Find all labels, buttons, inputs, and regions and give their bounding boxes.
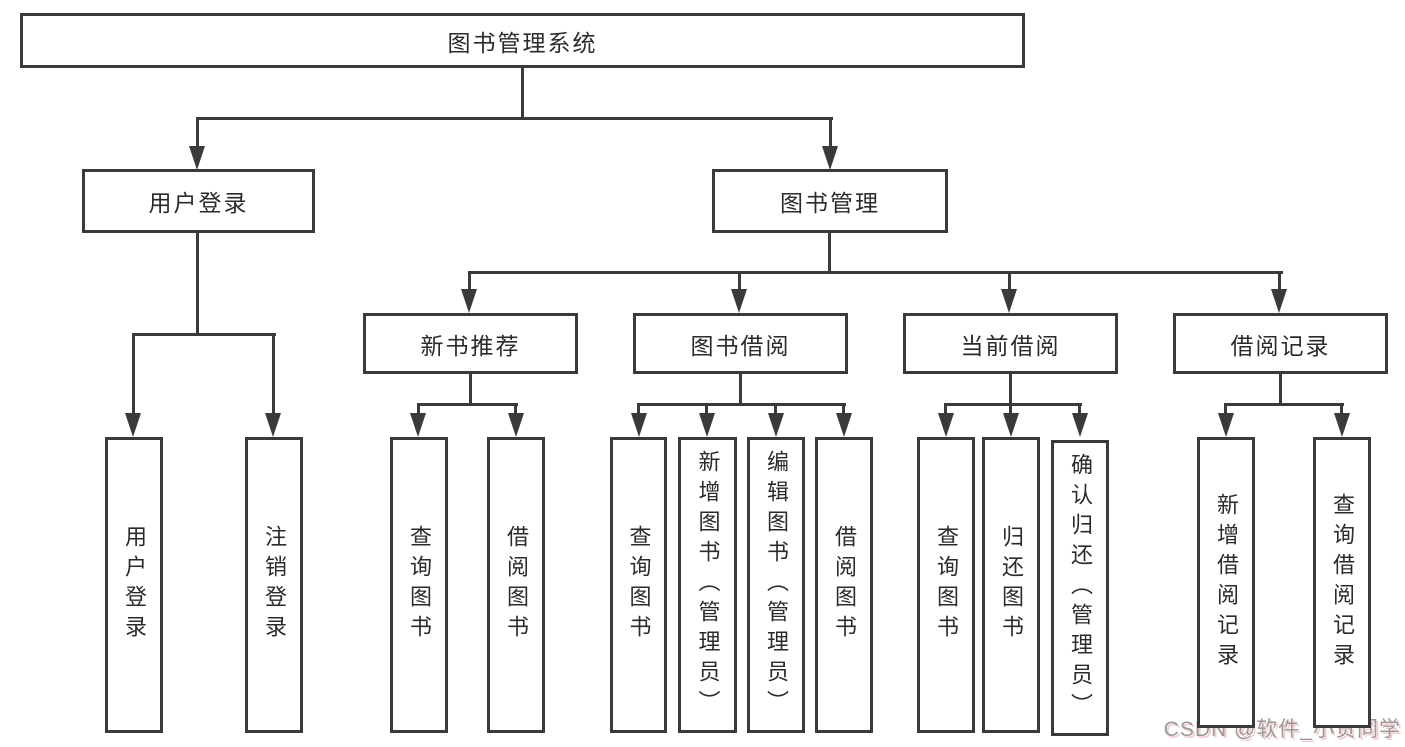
node-book-mgmt: 图书管理 xyxy=(712,169,948,233)
node-label: 图书借阅 xyxy=(690,332,791,359)
connector-line xyxy=(944,403,1082,406)
arrowhead-down-icon xyxy=(410,413,426,437)
connector-line xyxy=(196,117,833,120)
connector-line xyxy=(842,403,845,414)
connector-line xyxy=(521,68,524,119)
connector-line xyxy=(514,403,517,414)
arrowhead-down-icon xyxy=(699,413,715,437)
node-user-login: 用户登录 xyxy=(82,169,315,233)
arrowhead-down-icon xyxy=(731,289,747,313)
node-leaf-cb-return: 归还图书 xyxy=(982,437,1040,733)
node-label: 当前借阅 xyxy=(960,332,1061,359)
node-leaf-cb-confirm: 确认归还（管理员） xyxy=(1051,440,1109,736)
arrowhead-down-icon xyxy=(461,289,477,313)
arrowhead-down-icon xyxy=(125,413,141,437)
node-leaf-nbr-query: 查询图书 xyxy=(390,437,448,733)
node-book-borrow: 图书借阅 xyxy=(633,313,848,374)
node-label: 注销登录 xyxy=(262,525,287,645)
connector-line xyxy=(468,271,471,291)
node-label: 借阅图书 xyxy=(504,525,529,645)
node-label: 确认归还（管理员） xyxy=(1068,453,1093,723)
node-leaf-logout: 注销登录 xyxy=(245,437,303,733)
connector-line xyxy=(705,403,708,414)
arrowhead-down-icon xyxy=(631,413,647,437)
connector-line xyxy=(272,333,275,415)
connector-line xyxy=(196,233,199,336)
node-label: 新书推荐 xyxy=(420,332,521,359)
connector-line xyxy=(469,374,472,406)
connector-line xyxy=(828,233,831,274)
node-label: 查询图书 xyxy=(934,525,959,645)
arrowhead-down-icon xyxy=(822,146,838,170)
connector-line xyxy=(132,333,135,415)
arrowhead-down-icon xyxy=(768,413,784,437)
node-leaf-user-login: 用户登录 xyxy=(105,437,163,733)
connector-line xyxy=(1224,403,1344,406)
node-current-borrow: 当前借阅 xyxy=(903,313,1118,374)
node-leaf-bb-add: 新增图书（管理员） xyxy=(678,437,737,733)
connector-line xyxy=(1224,403,1227,414)
arrowhead-down-icon xyxy=(265,413,281,437)
node-label: 借阅图书 xyxy=(832,525,857,645)
node-label: 图书管理系统 xyxy=(447,29,598,56)
node-leaf-bb-query: 查询图书 xyxy=(610,437,667,733)
node-new-book-rec: 新书推荐 xyxy=(363,313,578,374)
connector-line xyxy=(1008,271,1011,291)
arrowhead-down-icon xyxy=(1072,413,1088,437)
node-label: 借阅记录 xyxy=(1230,332,1331,359)
node-label: 新增图书（管理员） xyxy=(695,450,721,720)
connector-line xyxy=(417,403,420,414)
connector-line xyxy=(417,403,518,406)
connector-line xyxy=(637,403,640,414)
node-leaf-cb-query: 查询图书 xyxy=(917,437,975,733)
arrowhead-down-icon xyxy=(938,413,954,437)
node-label: 查询借阅记录 xyxy=(1330,492,1355,673)
node-leaf-br-add: 新增借阅记录 xyxy=(1197,437,1255,728)
arrowhead-down-icon xyxy=(1001,289,1017,313)
connector-line xyxy=(774,403,777,414)
node-label: 编辑图书（管理员） xyxy=(764,450,789,720)
node-label: 用户登录 xyxy=(148,190,249,216)
node-label: 用户登录 xyxy=(122,525,147,645)
connector-line xyxy=(132,333,276,336)
connector-line xyxy=(1340,403,1343,414)
connector-line xyxy=(1009,374,1012,406)
node-label: 归还图书 xyxy=(999,525,1024,645)
node-root: 图书管理系统 xyxy=(20,13,1025,68)
connector-line xyxy=(1078,403,1081,414)
node-leaf-bb-edit: 编辑图书（管理员） xyxy=(747,437,805,733)
connector-line xyxy=(1279,374,1282,406)
arrowhead-down-icon xyxy=(189,146,205,170)
connector-line xyxy=(829,117,832,147)
node-borrow-records: 借阅记录 xyxy=(1173,313,1388,374)
connector-line xyxy=(738,271,741,291)
arrowhead-down-icon xyxy=(1334,413,1350,437)
node-label: 图书管理 xyxy=(780,190,880,216)
connector-line xyxy=(1278,271,1281,291)
node-label: 新增借阅记录 xyxy=(1214,492,1239,673)
connector-line xyxy=(1009,403,1012,414)
arrowhead-down-icon xyxy=(1003,413,1019,437)
connector-line xyxy=(637,403,846,406)
node-leaf-bb-borrow: 借阅图书 xyxy=(815,437,873,733)
connector-line xyxy=(739,374,742,406)
node-label: 查询图书 xyxy=(407,525,432,645)
node-leaf-nbr-borrow: 借阅图书 xyxy=(487,437,545,733)
connector-line xyxy=(944,403,947,414)
arrowhead-down-icon xyxy=(508,413,524,437)
arrowhead-down-icon xyxy=(836,413,852,437)
connector-line xyxy=(468,271,1283,274)
node-leaf-br-query: 查询借阅记录 xyxy=(1313,437,1371,728)
arrowhead-down-icon xyxy=(1218,413,1234,437)
connector-line xyxy=(196,117,199,147)
arrowhead-down-icon xyxy=(1271,289,1287,313)
node-label: 查询图书 xyxy=(626,525,652,645)
